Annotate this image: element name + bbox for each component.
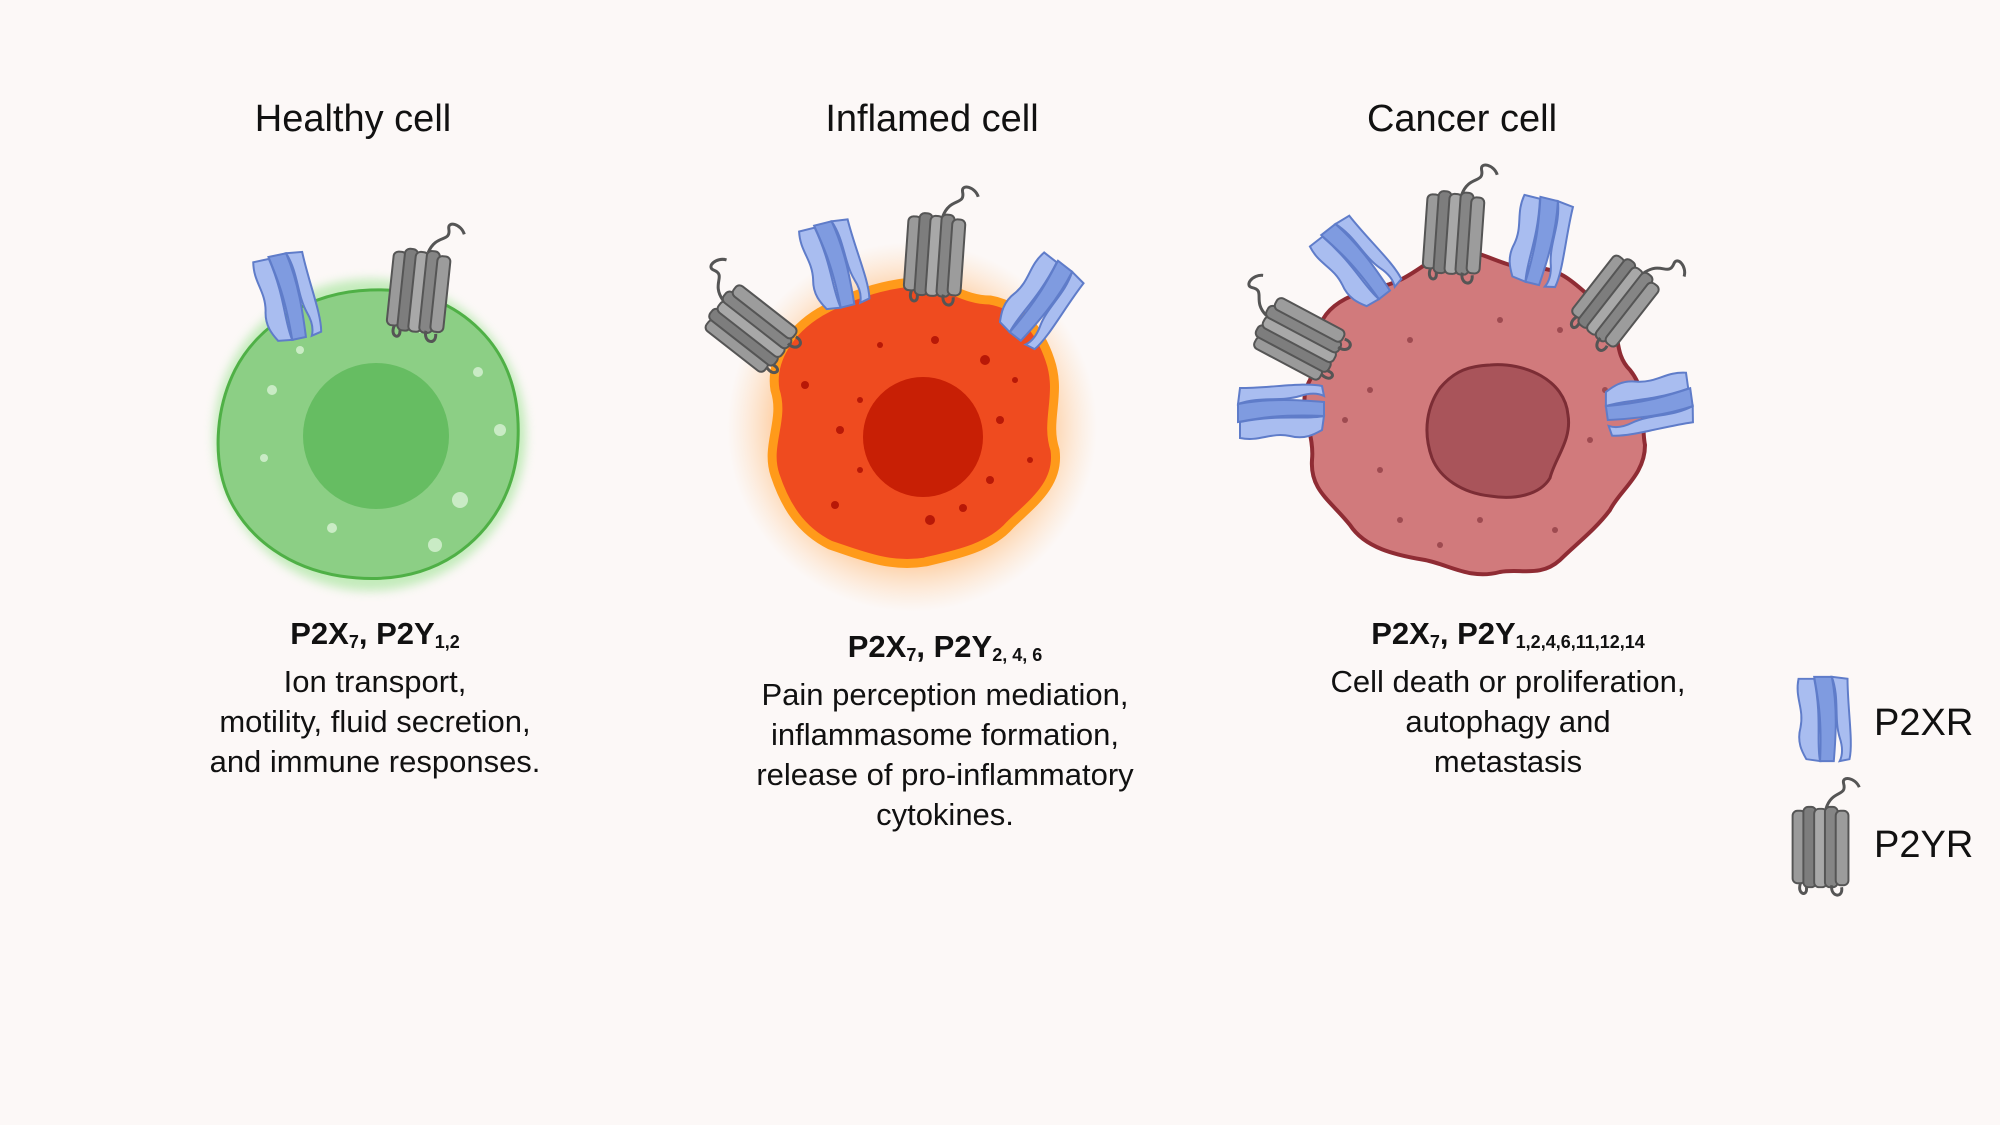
description-line: metastasis	[1433, 744, 1583, 779]
description-line: and immune responses.	[209, 744, 541, 779]
cancer-granules	[1342, 317, 1608, 548]
p2y-name: P2Y	[933, 629, 993, 664]
p2y-subtypes: 1,2	[434, 632, 460, 652]
p2x-name: P2X	[290, 616, 349, 651]
description-line: cytokines.	[876, 797, 1014, 832]
cancer-cell-illustration	[1221, 159, 1697, 577]
p2y-name: P2Y	[1457, 616, 1516, 651]
p2y-name: P2Y	[376, 616, 435, 651]
legend	[1791, 675, 1861, 897]
healthy-nucleus	[303, 363, 449, 509]
separator: ,	[1439, 616, 1458, 651]
inflamed-cell-illustration	[676, 181, 1097, 612]
description-line: motility, fluid secretion,	[219, 704, 531, 739]
cancer-receptor-list: P2X7, P2Y1,2,4,6,11,12,14	[1258, 614, 1758, 662]
p2x-name: P2X	[1371, 616, 1430, 651]
legend-p2y-icon	[1791, 777, 1861, 897]
inflamed-granules	[801, 336, 1033, 525]
separator: ,	[916, 629, 934, 664]
healthy-cell-title: Healthy cell	[254, 98, 452, 140]
cancer-nucleus	[1425, 363, 1571, 499]
separator: ,	[358, 616, 377, 651]
cancer-cell-description: P2X7, P2Y1,2,4,6,11,12,14 Cell death or …	[1258, 614, 1758, 782]
p2x-subtype: 7	[906, 645, 917, 665]
description-line: inflammasome formation,	[770, 717, 1119, 752]
healthy-vesicles	[260, 327, 506, 552]
legend-p2x-label: P2XR	[1874, 702, 1974, 744]
cancer-cell-title: Cancer cell	[1366, 98, 1558, 140]
p2x-subtype: 7	[348, 632, 359, 652]
p2y-subtypes: 1,2,4,6,11,12,14	[1515, 632, 1645, 652]
p2x-subtype: 7	[1429, 632, 1440, 652]
inflamed-cell-title: Inflamed cell	[825, 98, 1039, 140]
p2y-subtypes: 2, 4, 6	[992, 645, 1043, 665]
description-line: autophagy and	[1405, 704, 1611, 739]
healthy-cell-description: P2X7, P2Y1,2 Ion transport, motility, fl…	[160, 614, 590, 782]
inflamed-cell-description: P2X7, P2Y2, 4, 6 Pain perception mediati…	[700, 627, 1190, 835]
healthy-cell-illustration	[214, 216, 526, 591]
p2x-name: P2X	[847, 629, 907, 664]
p2x-receptor-icon	[1237, 383, 1325, 440]
legend-p2y-label: P2YR	[1874, 824, 1974, 866]
legend-p2x-icon	[1796, 675, 1852, 763]
description-line: Ion transport,	[283, 664, 467, 699]
healthy-receptor-list: P2X7, P2Y1,2	[160, 614, 590, 662]
inflamed-nucleus	[863, 377, 983, 497]
description-line: Pain perception mediation,	[761, 677, 1129, 712]
description-line: release of pro-inflammatory	[756, 757, 1134, 792]
inflamed-receptor-list: P2X7, P2Y2, 4, 6	[700, 627, 1190, 675]
description-line: Cell death or proliferation,	[1330, 664, 1686, 699]
